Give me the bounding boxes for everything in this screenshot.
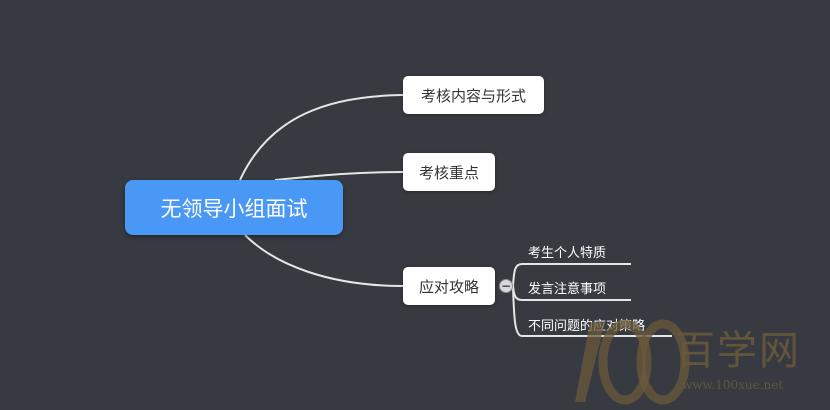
connector-branch-3-to-leaf-1	[512, 263, 631, 287]
leaf-node-label: 考生个人特质	[528, 246, 607, 261]
watermark-brand: 百学网	[675, 328, 801, 374]
leaf-node-label: 发言注意事项	[528, 282, 607, 297]
root-node-label: 无领导小组面试	[160, 196, 308, 221]
collapse-toggle-symbol: −	[500, 279, 512, 293]
branch-node-strategies[interactable]: 应对攻略	[403, 267, 495, 305]
connector-branch-3-to-leaf-3	[512, 285, 672, 337]
branch-node-assessment-focus[interactable]: 考核重点	[403, 153, 495, 191]
branch-node-label: 考核重点	[418, 163, 479, 182]
watermark-logo-ring-1	[598, 319, 652, 405]
watermark-logo-mark	[575, 322, 605, 402]
leaf-node-speaking-notes[interactable]: 发言注意事项	[528, 278, 606, 297]
watermark-logo	[575, 319, 690, 405]
minus-icon[interactable]: −	[499, 279, 513, 293]
watermark-logo-ring-2	[636, 319, 690, 405]
watermark-url: www.100xue.net	[682, 378, 784, 392]
branch-node-label: 应对攻略	[418, 277, 479, 296]
root-node[interactable]: 无领导小组面试	[125, 180, 343, 235]
branch-node-assessment-content[interactable]: 考核内容与形式	[403, 76, 544, 114]
connector-root-to-branch-1	[239, 94, 404, 181]
leaf-node-personal-traits[interactable]: 考生个人特质	[528, 242, 606, 261]
connector-root-to-branch-3	[244, 234, 404, 287]
branch-node-label: 考核内容与形式	[420, 86, 526, 105]
connector-root-to-branch-2	[274, 171, 404, 181]
